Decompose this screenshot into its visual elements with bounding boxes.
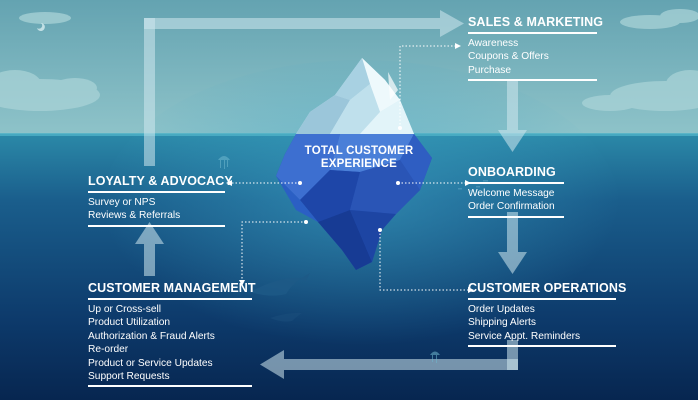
customer-management-item: Authorization & Fraud Alerts: [88, 330, 215, 342]
clouds: [0, 9, 698, 111]
sales-marketing-item: Purchase: [468, 64, 512, 76]
customer-operations-item: Order Updates: [468, 304, 535, 315]
customer-management-item: Support Requests: [88, 371, 170, 383]
arrow-loyalty-to-sales: [144, 18, 155, 166]
customer-operations-block: CUSTOMER OPERATIONS Order Updates Shippi…: [468, 281, 627, 348]
loyalty-advocacy-block: LOYALTY & ADVOCACY Survey or NPS Reviews…: [88, 174, 233, 227]
whale: [250, 273, 310, 296]
customer-operations-bottom-rule: [468, 345, 616, 348]
center-title-line2: EXPERIENCE: [320, 158, 398, 170]
customer-management-bottom-rule: [88, 385, 252, 388]
connectors: [232, 45, 468, 291]
connector-dots: [226, 43, 474, 293]
cycle-arrows: [135, 10, 527, 379]
customer-operations-item: Shipping Alerts: [468, 317, 536, 329]
loyalty-advocacy-bottom-rule: [88, 224, 225, 227]
customer-management-item: Product or Service Updates: [88, 357, 213, 369]
center-title: TOTAL CUSTOMER EXPERIENCE: [292, 145, 426, 171]
customer-operations-title: CUSTOMER OPERATIONS: [468, 281, 627, 295]
iceberg-tip: [296, 58, 414, 134]
customer-management-item: Product Utilization: [88, 317, 171, 329]
onboarding-top-rule: [468, 182, 564, 184]
customer-operations-top-rule: [468, 298, 616, 300]
sales-marketing-item: Coupons & Offers: [468, 51, 549, 63]
onboarding-item: Order Confirmation: [468, 201, 555, 213]
customer-management-item: Up or Cross-sell: [88, 304, 162, 315]
sales-marketing-bottom-rule: [468, 79, 597, 82]
connector-operations: [379, 230, 468, 291]
onboarding-bottom-rule: [468, 215, 564, 218]
customer-management-top-rule: [88, 298, 252, 300]
loyalty-advocacy-top-rule: [88, 191, 225, 193]
moon-icon: [37, 23, 45, 31]
customer-management-item: Re-order: [88, 344, 129, 356]
jellyfish: [218, 156, 440, 363]
center-title-line1: TOTAL CUSTOMER: [304, 145, 414, 157]
onboarding-title: ONBOARDING: [468, 165, 556, 179]
sales-marketing-title: SALES & MARKETING: [468, 15, 604, 29]
customer-management-block: CUSTOMER MANAGEMENT Up or Cross-sell Pro…: [88, 281, 256, 388]
loyalty-advocacy-item: Survey or NPS: [88, 197, 156, 208]
iceberg-underwater: [276, 134, 432, 270]
loyalty-advocacy-title: LOYALTY & ADVOCACY: [88, 174, 233, 188]
connector-sales: [399, 45, 455, 128]
onboarding-item: Welcome Message: [468, 188, 555, 199]
sales-marketing-block: SALES & MARKETING Awareness Coupons & Of…: [468, 15, 604, 82]
customer-management-title: CUSTOMER MANAGEMENT: [88, 281, 256, 295]
customer-operations-item: Service Appt. Reminders: [468, 330, 581, 342]
loyalty-advocacy-item: Reviews & Referrals: [88, 210, 181, 222]
connector-management: [241, 221, 306, 280]
sales-marketing-item: Awareness: [468, 38, 519, 49]
onboarding-block: ONBOARDING Welcome Message Order Confirm…: [468, 165, 564, 218]
whale-small: [270, 312, 302, 322]
sales-marketing-top-rule: [468, 32, 597, 34]
